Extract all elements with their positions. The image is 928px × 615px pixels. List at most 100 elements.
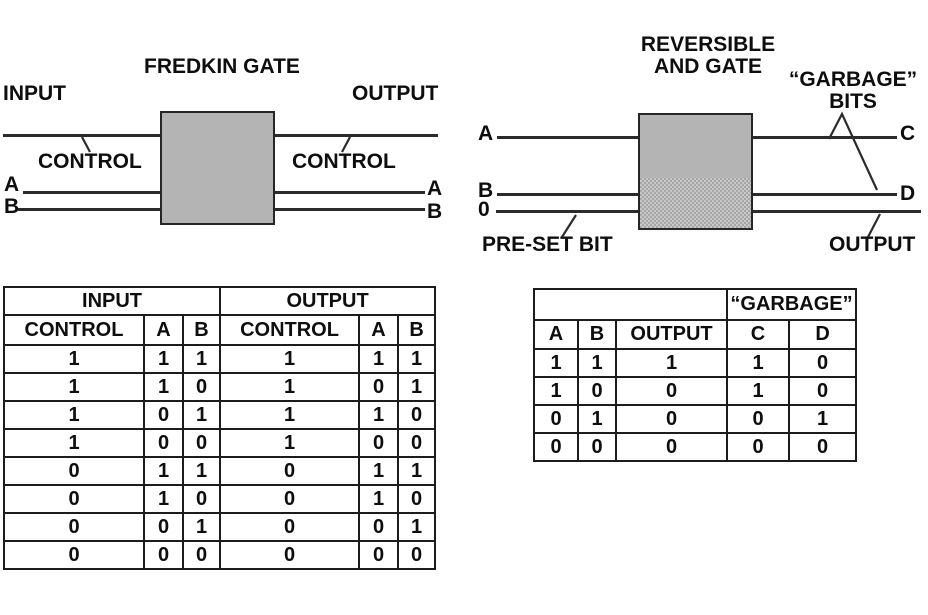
- table-cell: 1: [533, 376, 579, 406]
- column-header: D: [788, 319, 858, 350]
- and-gate-box: [638, 113, 753, 230]
- garbage-bits-line2: BITS: [829, 90, 877, 113]
- table-cell: 0: [397, 540, 437, 570]
- table-cell: 1: [143, 456, 184, 486]
- table-cell: 0: [358, 372, 400, 402]
- table-cell: 0: [533, 404, 579, 434]
- table-cell: 0: [397, 428, 437, 458]
- table-row: “GARBAGE”: [532, 288, 858, 321]
- table-cell: 0: [143, 540, 184, 570]
- fredkin-wire-a-in-label: A: [4, 173, 20, 196]
- fredkin-input-group-header: INPUT: [2, 286, 222, 316]
- table-cell: 0: [143, 400, 184, 430]
- garbage-bits-line1: “GARBAGE”: [788, 68, 918, 91]
- preset-bit-label: PRE-SET BIT: [482, 233, 613, 256]
- table-cell: 1: [358, 400, 400, 430]
- table-cell: 0: [143, 512, 184, 542]
- table-cell: 0: [181, 428, 222, 458]
- fredkin-title: FREDKIN GATE: [144, 55, 300, 78]
- column-header: B: [577, 319, 617, 350]
- and-garbage-group-header: “GARBAGE”: [726, 288, 858, 321]
- column-header: CONTROL: [219, 314, 361, 346]
- table-cell: 1: [3, 372, 145, 402]
- garbage-bits-label: “GARBAGE” BITS: [780, 69, 926, 113]
- fredkin-control-out-label: CONTROL: [292, 150, 396, 173]
- table-cell: 1: [358, 456, 400, 486]
- table-cell: 0: [181, 372, 222, 402]
- table-cell: 1: [181, 344, 222, 374]
- column-header: B: [397, 314, 437, 346]
- table-cell: 1: [358, 484, 400, 514]
- and-gate-title-line1: REVERSIBLE: [640, 33, 776, 56]
- table-cell: 1: [3, 400, 145, 430]
- table-cell: 1: [181, 400, 222, 430]
- and-gate-title-line2: AND GATE: [653, 55, 763, 78]
- table-cell: 1: [143, 484, 184, 514]
- table-cell: 1: [726, 348, 791, 378]
- fredkin-wire-b-out-label: B: [427, 200, 443, 223]
- table-cell: 0: [219, 540, 361, 570]
- and-gate-title: REVERSIBLE AND GATE: [618, 34, 798, 78]
- and-garbage-d-label: D: [900, 182, 916, 205]
- table-cell: 1: [143, 372, 184, 402]
- table-cell: 0: [3, 540, 145, 570]
- table-cell: 1: [219, 400, 361, 430]
- column-header: C: [726, 319, 791, 350]
- column-header: OUTPUT: [614, 319, 729, 350]
- table-cell: 0: [533, 432, 579, 462]
- fredkin-output-group-header: OUTPUT: [219, 286, 437, 316]
- column-header: CONTROL: [3, 314, 145, 346]
- table-cell: 0: [219, 484, 361, 514]
- table-cell: 1: [788, 404, 858, 434]
- table-cell: 1: [397, 456, 437, 486]
- and-wire-a-label: A: [478, 122, 494, 145]
- column-header: A: [143, 314, 184, 346]
- table-cell: 0: [726, 432, 791, 462]
- table-cell: 0: [788, 432, 858, 462]
- table-cell: 0: [397, 484, 437, 514]
- fredkin-input-label: INPUT: [3, 82, 66, 105]
- table-cell: 1: [397, 512, 437, 542]
- table-cell: 1: [397, 344, 437, 374]
- and-empty-group-header: [532, 288, 729, 321]
- table-cell: 1: [3, 428, 145, 458]
- fredkin-output-label: OUTPUT: [352, 82, 439, 105]
- fredkin-wire-b-in-label: B: [4, 195, 20, 218]
- table-cell: 0: [397, 400, 437, 430]
- table-cell: 1: [3, 344, 145, 374]
- table-cell: 0: [181, 484, 222, 514]
- table-cell: 0: [577, 432, 617, 462]
- table-cell: 0: [219, 512, 361, 542]
- table-cell: 0: [219, 456, 361, 486]
- table-row: INPUT OUTPUT: [2, 286, 437, 316]
- table-cell: 1: [143, 344, 184, 374]
- table-cell: 1: [577, 348, 617, 378]
- table-cell: 0: [726, 404, 791, 434]
- column-header: B: [181, 314, 222, 346]
- table-cell: 0: [358, 428, 400, 458]
- and-gate-box-texture: [640, 178, 751, 228]
- table-cell: 0: [788, 348, 858, 378]
- garbage-bits-pointer-lines: [828, 111, 878, 191]
- table-cell: 1: [397, 372, 437, 402]
- table-cell: 1: [181, 512, 222, 542]
- table-cell: 1: [219, 428, 361, 458]
- table-cell: 0: [614, 376, 729, 406]
- table-row: A B OUTPUT C D: [533, 319, 858, 350]
- column-header: A: [533, 319, 579, 350]
- table-cell: 0: [181, 540, 222, 570]
- table-cell: 1: [533, 348, 579, 378]
- and-wire-b-label: B: [478, 179, 494, 202]
